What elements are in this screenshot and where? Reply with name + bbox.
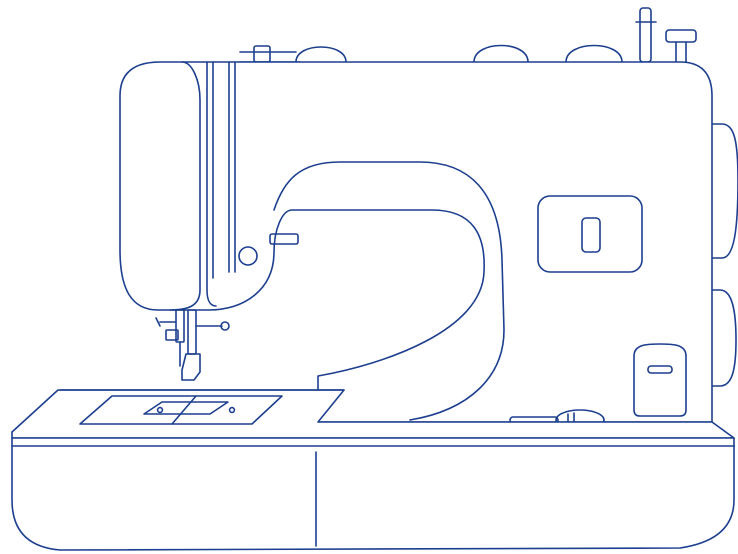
handwheel-lower (705, 289, 737, 387)
stitch-selector-panel (537, 195, 643, 273)
reverse-lever-slot (647, 365, 673, 374)
lifter-lever (238, 233, 299, 266)
spool-disc-right (565, 44, 623, 63)
tension-knob-top (253, 45, 271, 63)
needle-plate-seam (171, 395, 197, 425)
needle-plate-outline (79, 395, 283, 425)
bobbin-winder-stem (675, 41, 687, 63)
needle-plate (79, 395, 283, 425)
face-plate (169, 61, 201, 311)
needle-plate-screw-right (228, 406, 236, 414)
needle-assembly (155, 309, 230, 381)
spool-disc-left (295, 46, 347, 63)
arm-ridge (273, 161, 505, 421)
base-front (11, 437, 735, 551)
machine-body (119, 61, 713, 423)
presser-bar (187, 309, 197, 355)
stitch-selector-window (581, 217, 601, 253)
stitch-selector-frame (537, 195, 643, 273)
bobbin-winder-knob (665, 29, 697, 43)
presser-foot-screw (220, 321, 230, 331)
spool-pins (239, 7, 697, 63)
spool-disc-middle (473, 44, 529, 63)
needle-plate-screw-left (156, 406, 164, 414)
needle-clamp (165, 329, 179, 341)
presser-foot (181, 353, 201, 381)
reverse-lever (633, 343, 687, 417)
lifter-lever-tab (269, 233, 299, 245)
needle-clamp-arm (155, 317, 177, 327)
lifter-lever-hub (238, 246, 258, 266)
feed-dog-window (143, 401, 229, 415)
reverse-lever-housing (633, 343, 687, 417)
thread-guide-post (639, 7, 652, 63)
face-seam-1 (206, 61, 217, 307)
